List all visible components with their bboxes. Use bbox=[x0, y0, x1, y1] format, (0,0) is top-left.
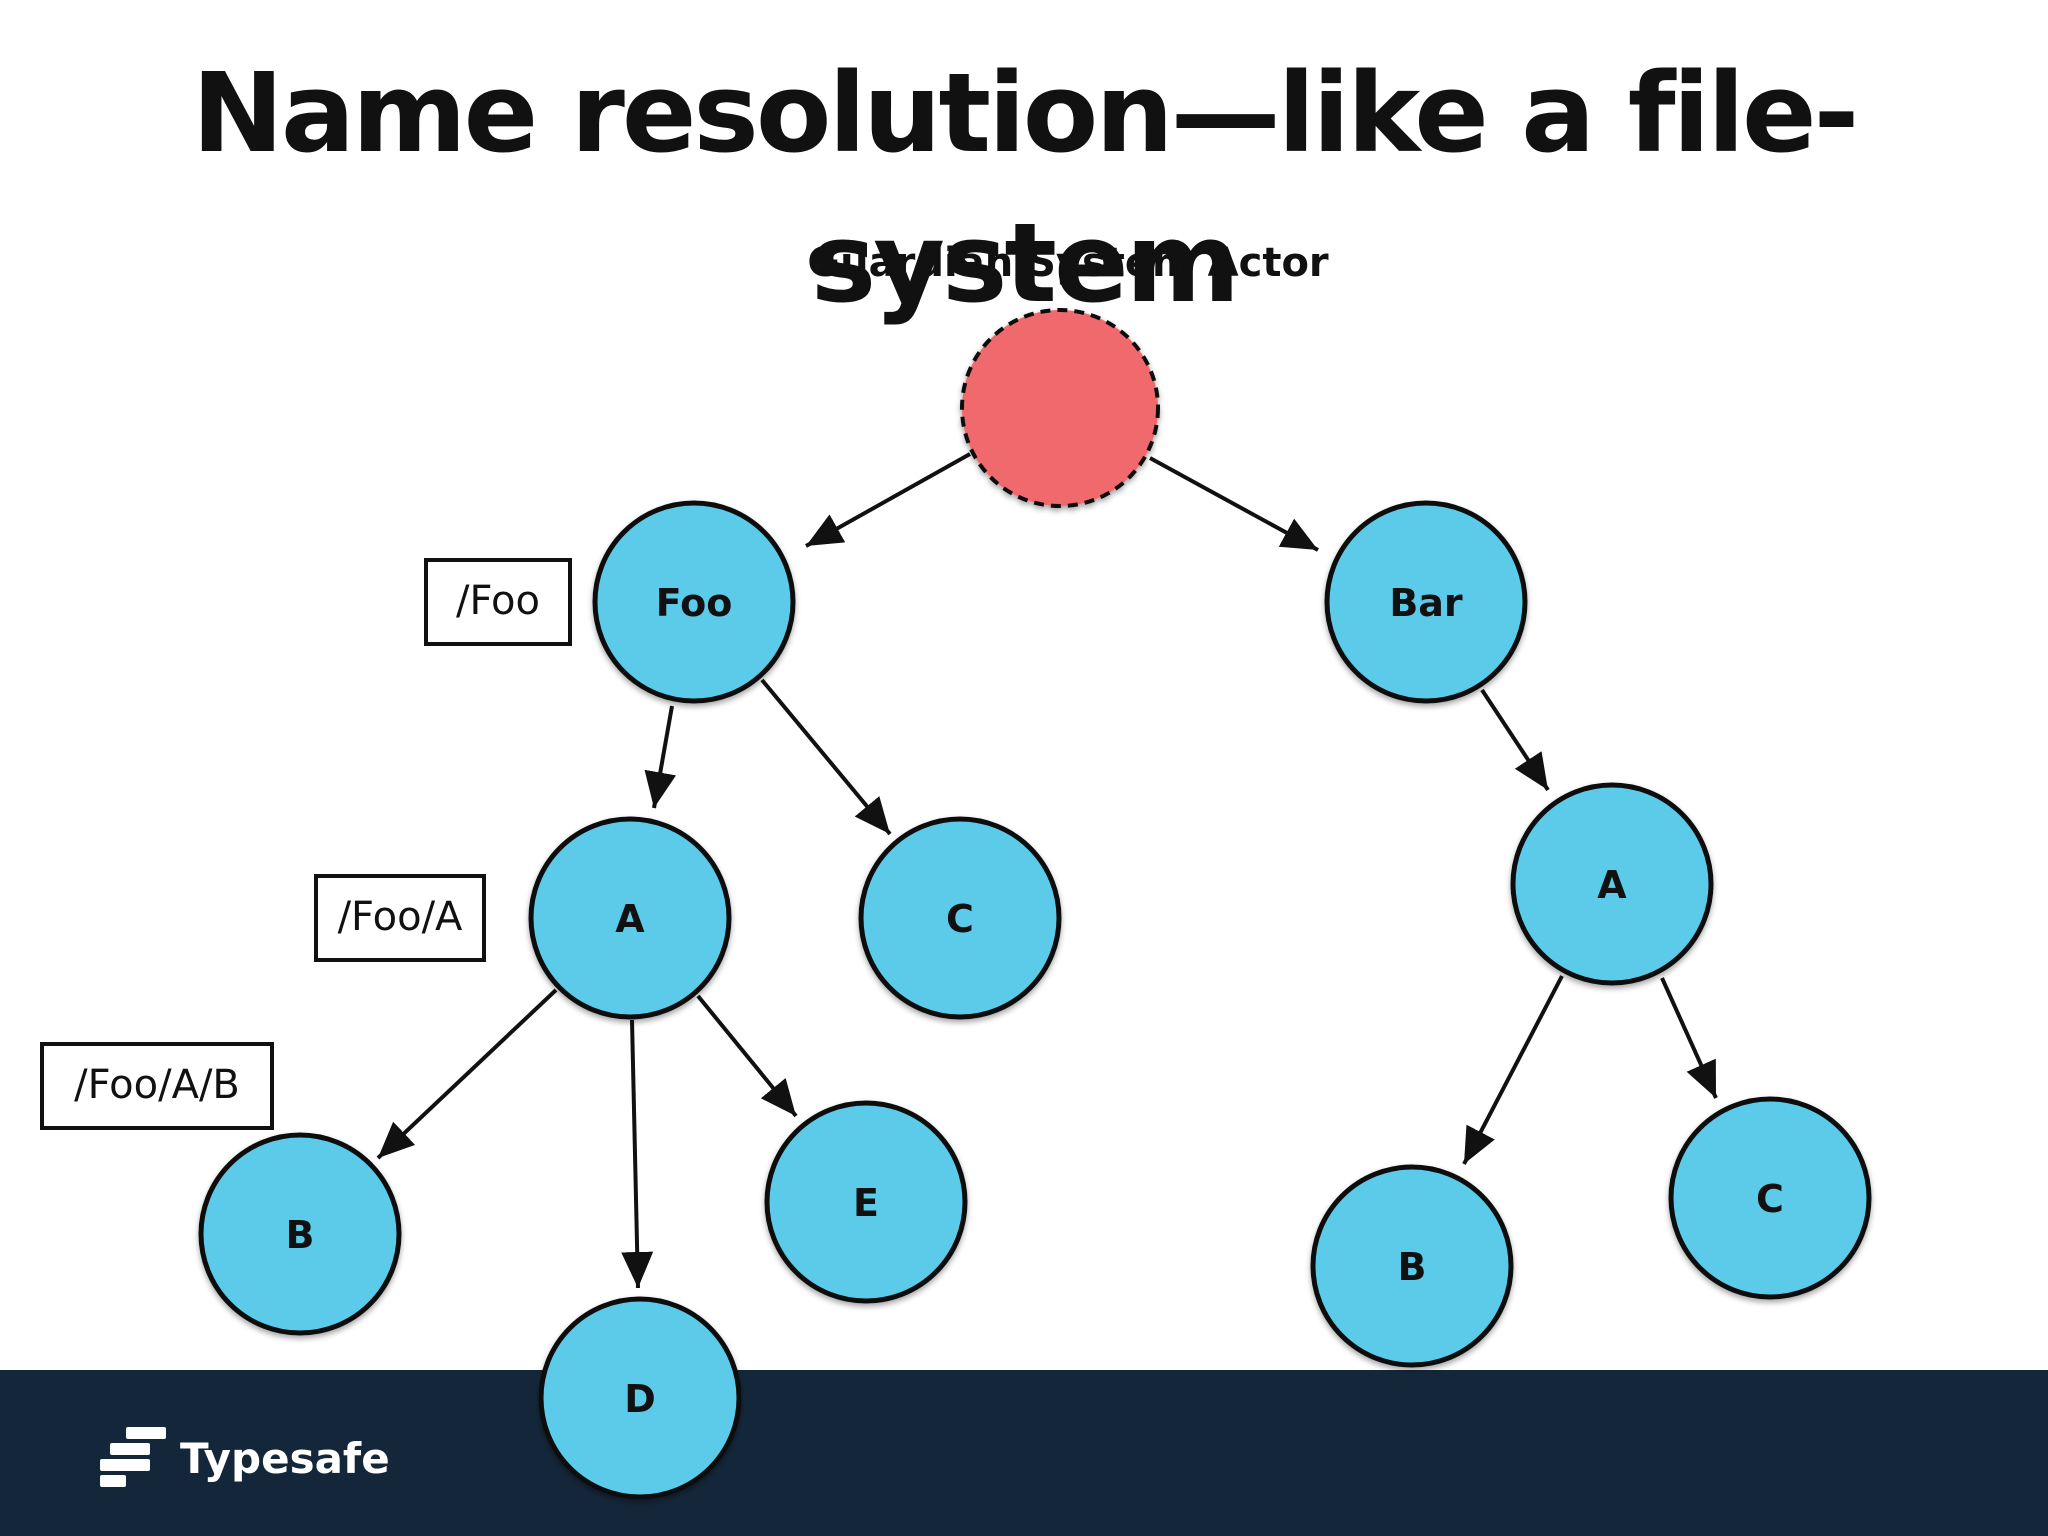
edge-a-b bbox=[376, 988, 558, 1160]
node-foo-a-d[interactable]: D bbox=[538, 1296, 742, 1500]
path-label-foo-a-b-text: /Foo/A/B bbox=[74, 1062, 240, 1108]
node-foo-a-b[interactable]: B bbox=[198, 1132, 402, 1336]
edge-root-bar bbox=[1149, 456, 1319, 552]
edges bbox=[376, 452, 1718, 1289]
typesafe-logo: Typesafe bbox=[100, 1424, 390, 1492]
edge-a-d bbox=[621, 1019, 654, 1289]
node-foo-c[interactable]: C bbox=[858, 816, 1062, 1020]
root-caption: Guardian System Actor bbox=[807, 240, 1329, 286]
guardian-root-node[interactable] bbox=[960, 308, 1160, 508]
node-foo-a-e-label: E bbox=[853, 1181, 879, 1225]
path-label-foo-text: /Foo bbox=[456, 578, 540, 624]
node-bar-a-c[interactable]: C bbox=[1668, 1096, 1872, 1300]
node-foo-a-b-label: B bbox=[286, 1213, 315, 1257]
edge-bar-a-c bbox=[1660, 977, 1718, 1099]
node-bar-a-c-label: C bbox=[1756, 1177, 1784, 1221]
edge-foo-c bbox=[760, 678, 892, 836]
node-foo-a-d-label: D bbox=[624, 1377, 656, 1421]
edge-root-foo bbox=[805, 452, 971, 548]
path-label-foo: /Foo bbox=[424, 558, 572, 646]
edge-bar-a bbox=[1480, 688, 1550, 792]
node-foo[interactable]: Foo bbox=[592, 500, 796, 704]
node-bar-label: Bar bbox=[1389, 581, 1463, 625]
path-label-foo-a-text: /Foo/A bbox=[338, 894, 463, 940]
node-foo-a-e[interactable]: E bbox=[764, 1100, 968, 1304]
path-label-foo-a-b: /Foo/A/B bbox=[40, 1042, 274, 1130]
typesafe-logo-text: Typesafe bbox=[180, 1433, 390, 1483]
node-bar-a-b[interactable]: B bbox=[1310, 1164, 1514, 1368]
node-foo-a-label: A bbox=[615, 897, 645, 941]
node-bar-a-b-label: B bbox=[1398, 1245, 1427, 1289]
slide-title: Name resolution—like a file-system bbox=[191, 49, 1859, 327]
node-bar[interactable]: Bar bbox=[1324, 500, 1528, 704]
edge-foo-a bbox=[644, 705, 677, 809]
node-bar-a[interactable]: A bbox=[1510, 782, 1714, 986]
node-bar-a-label: A bbox=[1597, 863, 1627, 907]
node-foo-c-label: C bbox=[946, 897, 974, 941]
edge-a-e bbox=[696, 994, 798, 1118]
node-foo-label: Foo bbox=[656, 581, 733, 625]
edge-bar-a-b bbox=[1462, 975, 1564, 1165]
node-foo-a[interactable]: A bbox=[528, 816, 732, 1020]
typesafe-logo-icon bbox=[100, 1427, 166, 1487]
path-label-foo-a: /Foo/A bbox=[314, 874, 486, 962]
footer-bar bbox=[0, 1370, 2048, 1536]
